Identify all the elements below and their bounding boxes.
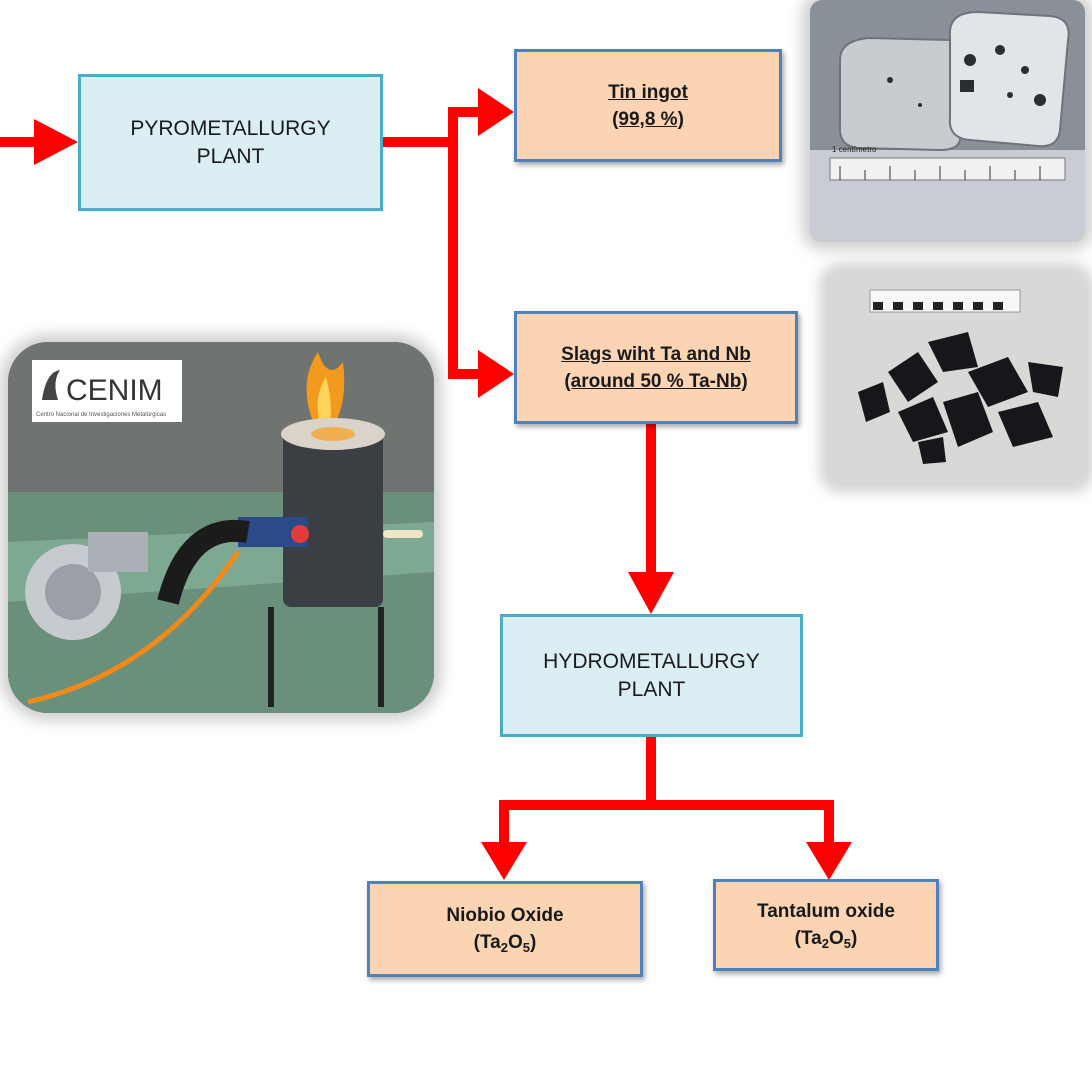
hydrometallurgy-plant-box: HYDROMETALLURGY PLANT xyxy=(500,614,803,737)
hydro-line1: HYDROMETALLURGY xyxy=(543,649,760,673)
branch-vertical xyxy=(448,107,458,379)
tin-ingot-box: Tin ingot (99,8 %) xyxy=(514,49,782,162)
slags-down-shaft xyxy=(646,424,656,576)
tantalum-formula: (Ta2O5) xyxy=(794,928,858,951)
pyro-out-line xyxy=(383,137,458,147)
niobio-oxide-box: Niobio Oxide (Ta2O5) xyxy=(367,881,643,977)
tin-arrow-head xyxy=(478,88,514,136)
input-arrow-shaft xyxy=(0,137,36,147)
slag-photo xyxy=(828,272,1085,484)
tantalum-line1: Tantalum oxide xyxy=(757,901,895,922)
cenim-logo-caption: Centro Nacional de Investigaciones Metal… xyxy=(36,412,166,418)
slags-arrow-shaft xyxy=(448,369,482,379)
slags-arrow-head xyxy=(478,350,514,398)
tin-line2: (99,8 %) xyxy=(612,108,684,130)
furnace-illustration: CENIM Centro Nacional de Investigaciones… xyxy=(8,342,434,713)
furnace-photo: CENIM Centro Nacional de Investigaciones… xyxy=(8,342,434,713)
input-arrow-head xyxy=(34,119,78,165)
ruler-label: 1 centímetro xyxy=(832,145,877,154)
slags-box: Slags wiht Ta and Nb (around 50 % Ta-Nb) xyxy=(514,311,798,424)
niobio-line1: Niobio Oxide xyxy=(446,905,564,926)
hydro-down-line xyxy=(646,737,656,809)
split-horizontal xyxy=(499,800,834,810)
pyro-line1: PYROMETALLURGY xyxy=(130,116,331,140)
pyrometallurgy-plant-box: PYROMETALLURGY PLANT xyxy=(78,74,383,211)
right-branch-head xyxy=(806,842,852,880)
tin-arrow-shaft xyxy=(448,107,482,117)
left-branch-shaft xyxy=(499,800,509,845)
tin-ingot-illustration: 1 centímetro xyxy=(810,0,1085,242)
hydro-line2: PLANT xyxy=(617,677,686,701)
pyro-line2: PLANT xyxy=(196,144,265,168)
slag-illustration xyxy=(828,272,1085,484)
tantalum-oxide-box: Tantalum oxide (Ta2O5) xyxy=(713,879,939,971)
tin-ingot-photo: 1 centímetro xyxy=(810,0,1085,242)
left-branch-head xyxy=(481,842,527,880)
tin-line1: Tin ingot xyxy=(608,81,688,103)
slags-down-head xyxy=(628,572,674,614)
niobio-formula: (Ta2O5) xyxy=(473,932,537,955)
slags-line2: (around 50 % Ta-Nb) xyxy=(564,370,748,392)
cenim-logo-text: CENIM xyxy=(66,374,163,407)
right-branch-shaft xyxy=(824,800,834,845)
slags-line1: Slags wiht Ta and Nb xyxy=(561,343,751,365)
